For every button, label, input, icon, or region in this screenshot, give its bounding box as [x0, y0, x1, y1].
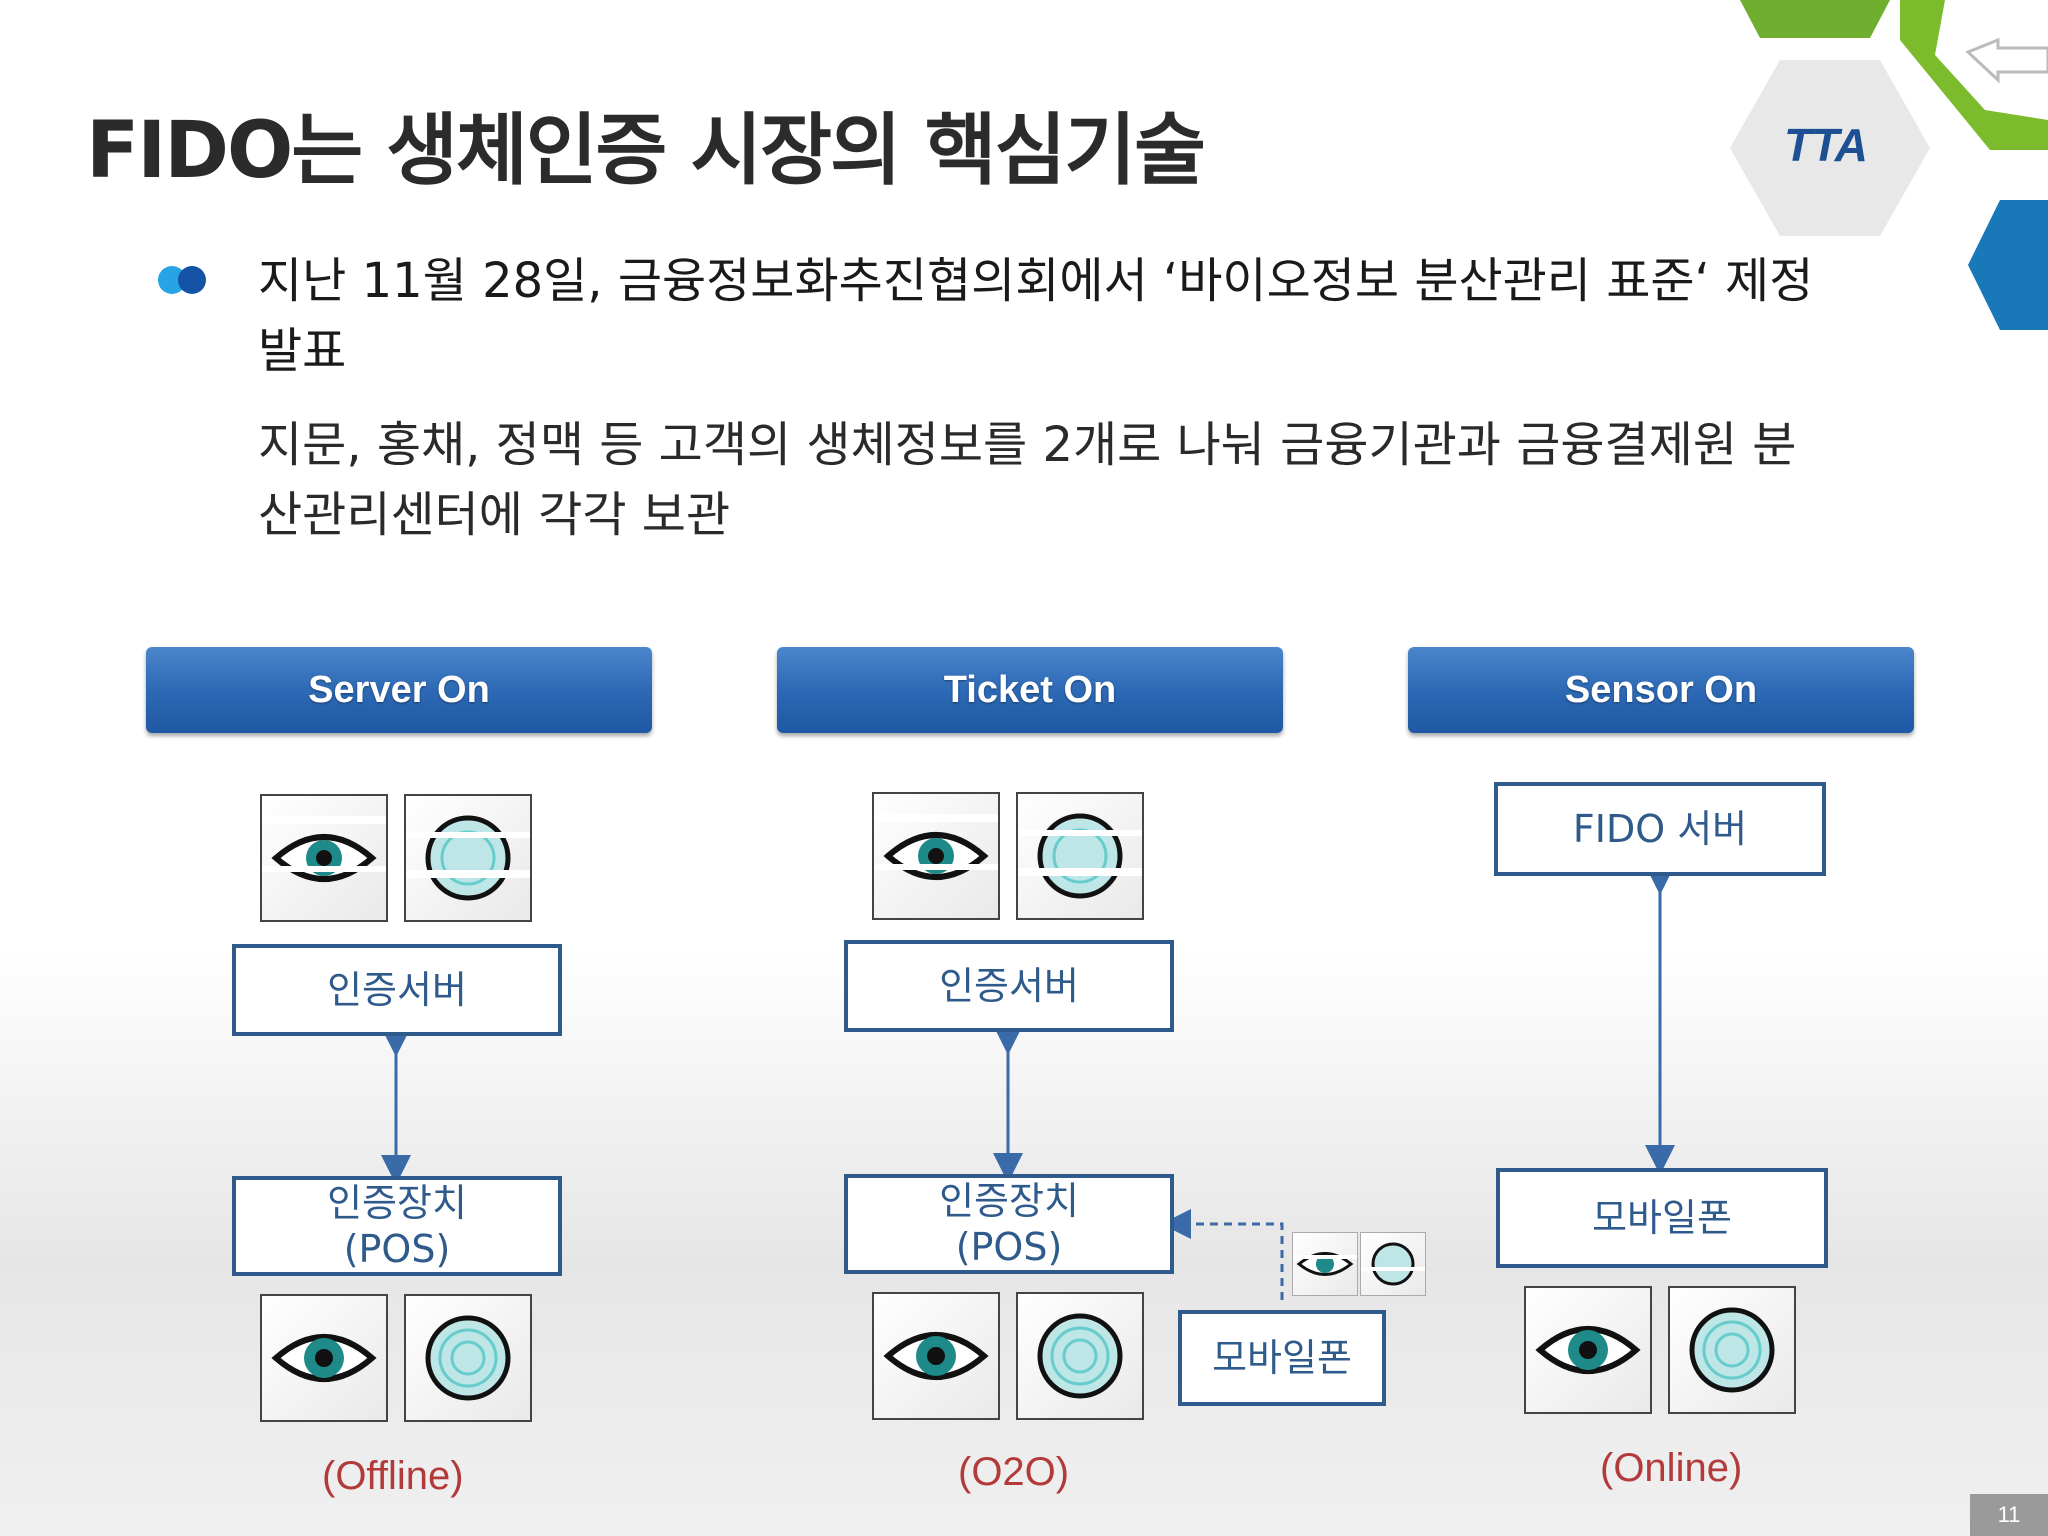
eye-icon: [1535, 1326, 1641, 1374]
auth-device-sublabel: (POS): [343, 1227, 451, 1271]
mobile-phone-label: 모바일폰: [1592, 1196, 1732, 1240]
fingerprint-icon: [1689, 1307, 1775, 1393]
fido-server-box: FIDO 서버: [1494, 782, 1826, 876]
tta-logo: TTA: [1784, 119, 1868, 171]
auth-device-label: 인증장치: [327, 1181, 467, 1225]
fingerprint-icon: [406, 815, 530, 901]
auth-server-box-2: 인증서버: [844, 940, 1174, 1032]
fingerprint-tile-top: [1016, 792, 1144, 920]
eye-tile-bottom: [1524, 1286, 1652, 1414]
page-number: 11: [1970, 1494, 2048, 1536]
auth-device-box-2: 인증장치 (POS): [844, 1174, 1174, 1274]
fingerprint-icon: [1361, 1242, 1425, 1286]
header-ticket-on: Ticket On: [777, 647, 1283, 733]
eye-tile-top: [260, 794, 388, 922]
eye-tile-bottom: [872, 1292, 1000, 1420]
fingerprint-icon: [425, 1315, 511, 1401]
eye-icon: [271, 1334, 377, 1382]
bullet-icon: [158, 266, 206, 294]
bullet-line-2: 지문, 홍채, 정맥 등 고객의 생체정보를 2개로 나눠 금융기관과 금융결제…: [258, 417, 1797, 543]
bullet-line-1: 지난 11월 28일, 금융정보화추진협의회에서 ‘바이오정보 분산관리 표준‘…: [258, 253, 1814, 379]
mobile-phone-label: 모바일폰: [1212, 1336, 1352, 1380]
fingerprint-tile-top: [404, 794, 532, 922]
mobile-phone-box-2: 모바일폰: [1178, 1310, 1386, 1406]
header-server-on: Server On: [146, 647, 652, 733]
fido-server-label: FIDO 서버: [1572, 807, 1748, 851]
eye-icon: [883, 1332, 989, 1380]
fingerprint-tile-bottom: [404, 1294, 532, 1422]
fingerprint-tile-small: [1360, 1232, 1426, 1296]
eye-icon: [262, 816, 386, 882]
page-title: FIDO는 생체인증 시장의 핵심기술: [86, 106, 1206, 196]
dashed-arrow-mobile-pos: [1161, 1209, 1284, 1300]
eye-tile-top: [872, 792, 1000, 920]
fingerprint-tile-bottom: [1016, 1292, 1144, 1420]
auth-server-label: 인증서버: [939, 964, 1079, 1008]
eye-icon: [1293, 1252, 1357, 1276]
auth-server-label: 인증서버: [327, 968, 467, 1012]
auth-device-sublabel: (POS): [955, 1225, 1063, 1269]
eye-tile-bottom: [260, 1294, 388, 1422]
auth-device-label: 인증장치: [939, 1179, 1079, 1223]
eye-tile-small: [1292, 1232, 1358, 1296]
caption-offline: (Offline): [322, 1454, 464, 1498]
fingerprint-tile-bottom: [1668, 1286, 1796, 1414]
caption-online: (Online): [1600, 1446, 1743, 1490]
mobile-phone-box-3: 모바일폰: [1496, 1168, 1828, 1268]
eye-icon: [874, 814, 998, 880]
auth-device-box-1: 인증장치 (POS): [232, 1176, 562, 1276]
header-sensor-on: Sensor On: [1408, 647, 1914, 733]
fingerprint-icon: [1018, 813, 1142, 899]
fingerprint-icon: [1037, 1313, 1123, 1399]
auth-server-box-1: 인증서버: [232, 944, 562, 1036]
caption-o2o: (O2O): [958, 1450, 1070, 1494]
